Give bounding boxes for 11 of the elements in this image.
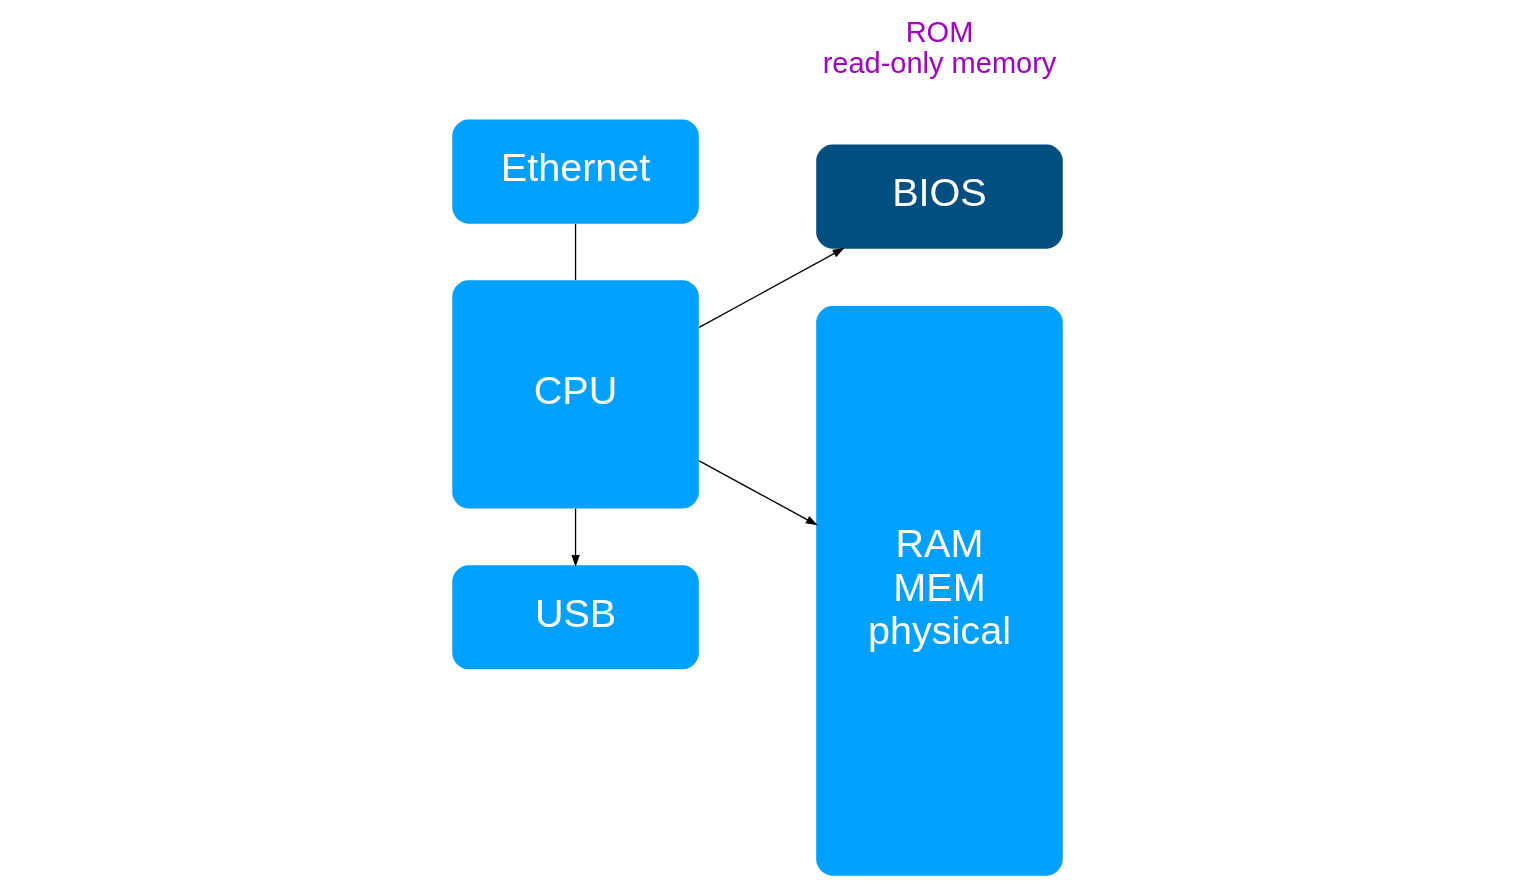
arrow: [698, 247, 845, 329]
node-label: read-only memory: [822, 47, 1057, 80]
node-label: ROM: [905, 15, 974, 48]
arrow: [571, 508, 580, 567]
node-box: Ethernet: [452, 119, 699, 224]
node-box: BIOS: [816, 144, 1063, 249]
node-box: RAM MEM physical: [816, 306, 1063, 876]
node-box: USB: [452, 565, 699, 670]
node-box: CPU: [452, 280, 699, 509]
arrow: [698, 460, 818, 526]
connector: [574, 223, 577, 281]
